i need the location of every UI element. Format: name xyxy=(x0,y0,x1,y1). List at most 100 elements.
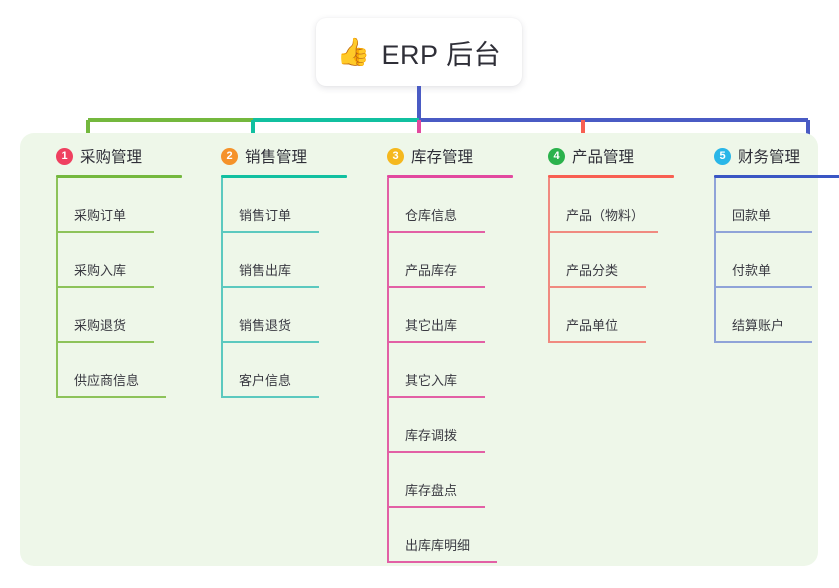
column-title-2: 销售管理 xyxy=(245,149,308,166)
thumbs-up-icon: 👍 xyxy=(336,36,371,68)
column-items-1: 采购订单采购入库采购退货供应商信息 xyxy=(56,178,188,398)
list-item-rule xyxy=(714,231,812,233)
column-3: 3 库存管理仓库信息产品库存其它出库其它入库库存调拨库存盘点出库库明细 xyxy=(369,141,519,563)
list-item[interactable]: 采购订单 xyxy=(56,178,188,233)
root-node-label: ERP 后台 xyxy=(381,39,502,70)
column-badge-3: 3 xyxy=(387,147,404,165)
column-header-5[interactable]: 5 财务管理 xyxy=(696,141,839,171)
list-item-rule xyxy=(548,341,646,343)
list-item-rule xyxy=(548,286,646,288)
column-header-2[interactable]: 2 销售管理 xyxy=(203,141,353,171)
column-title-3: 库存管理 xyxy=(411,149,474,166)
list-item[interactable]: 供应商信息 xyxy=(56,343,188,398)
list-item-rule xyxy=(387,451,485,453)
list-item[interactable]: 出库库明细 xyxy=(387,508,519,563)
column-spine-4 xyxy=(548,178,550,343)
list-item-label: 销售出库 xyxy=(239,263,292,278)
list-item-label: 其它入库 xyxy=(405,373,458,388)
list-item[interactable]: 库存调拨 xyxy=(387,398,519,453)
list-item-rule xyxy=(714,286,812,288)
list-item-rule xyxy=(387,561,497,563)
column-header-rule-3 xyxy=(387,175,513,178)
column-badge-5: 5 xyxy=(714,147,731,165)
list-item-label: 库存调拨 xyxy=(405,428,458,443)
column-header-4[interactable]: 4 产品管理 xyxy=(530,141,680,171)
column-title-5: 财务管理 xyxy=(738,149,801,166)
list-item-rule xyxy=(221,396,319,398)
column-4: 4 产品管理产品（物料） 产品分类产品单位 xyxy=(530,141,680,343)
list-item[interactable]: 产品（物料） xyxy=(548,178,680,233)
list-item-rule xyxy=(714,341,812,343)
list-item-rule xyxy=(56,396,166,398)
list-item[interactable]: 采购退货 xyxy=(56,288,188,343)
column-badge-1: 1 xyxy=(56,147,73,165)
column-spine-1 xyxy=(56,178,58,398)
list-item[interactable]: 销售订单 xyxy=(221,178,353,233)
list-item-label: 结算账户 xyxy=(732,318,785,333)
list-item-rule xyxy=(387,341,485,343)
column-items-2: 销售订单销售出库销售退货客户信息 xyxy=(221,178,353,398)
list-item-rule xyxy=(387,396,485,398)
column-items-3: 仓库信息产品库存其它出库其它入库库存调拨库存盘点出库库明细 xyxy=(387,178,519,563)
list-item[interactable]: 采购入库 xyxy=(56,233,188,288)
column-5: 5 财务管理回款单付款单结算账户 xyxy=(696,141,839,343)
list-item[interactable]: 产品单位 xyxy=(548,288,680,343)
list-item[interactable]: 结算账户 xyxy=(714,288,839,343)
column-items-5: 回款单付款单结算账户 xyxy=(714,178,839,343)
list-item-label: 产品分类 xyxy=(566,263,619,278)
list-item-label: 采购退货 xyxy=(74,318,127,333)
list-item-label: 销售退货 xyxy=(239,318,292,333)
column-header-rule-4 xyxy=(548,175,674,178)
list-item-label: 出库库明细 xyxy=(405,538,471,553)
list-item[interactable]: 付款单 xyxy=(714,233,839,288)
list-item-rule xyxy=(548,231,658,233)
list-item-rule xyxy=(56,286,154,288)
list-item-label: 采购订单 xyxy=(74,208,127,223)
column-header-rule-1 xyxy=(56,175,182,178)
column-spine-5 xyxy=(714,178,716,343)
list-item-rule xyxy=(387,506,485,508)
column-2: 2 销售管理销售订单销售出库销售退货客户信息 xyxy=(203,141,353,398)
column-header-3[interactable]: 3 库存管理 xyxy=(369,141,519,171)
list-item-label: 产品库存 xyxy=(405,263,458,278)
list-item[interactable]: 其它入库 xyxy=(387,343,519,398)
column-header-1[interactable]: 1 采购管理 xyxy=(38,141,188,171)
column-title-1: 采购管理 xyxy=(80,149,143,166)
list-item-rule xyxy=(221,286,319,288)
column-spine-3 xyxy=(387,178,389,563)
list-item-label: 供应商信息 xyxy=(74,373,140,388)
diagram-card-background xyxy=(20,133,818,566)
list-item-rule xyxy=(387,231,485,233)
list-item-rule xyxy=(387,286,485,288)
list-item[interactable]: 产品库存 xyxy=(387,233,519,288)
column-1: 1 采购管理采购订单采购入库采购退货供应商信息 xyxy=(38,141,188,398)
list-item[interactable]: 仓库信息 xyxy=(387,178,519,233)
list-item-label: 产品单位 xyxy=(566,318,619,333)
list-item[interactable]: 回款单 xyxy=(714,178,839,233)
list-item[interactable]: 销售退货 xyxy=(221,288,353,343)
list-item[interactable]: 其它出库 xyxy=(387,288,519,343)
list-item-label: 库存盘点 xyxy=(405,483,458,498)
list-item-label: 客户信息 xyxy=(239,373,292,388)
column-badge-2: 2 xyxy=(221,147,238,165)
list-item-label: 付款单 xyxy=(732,263,772,278)
column-items-4: 产品（物料） 产品分类产品单位 xyxy=(548,178,680,343)
column-badge-4: 4 xyxy=(548,147,565,165)
root-node-erp-backend[interactable]: 👍 ERP 后台 xyxy=(316,18,522,86)
column-title-4: 产品管理 xyxy=(572,149,635,166)
list-item[interactable]: 销售出库 xyxy=(221,233,353,288)
column-header-rule-5 xyxy=(714,175,839,178)
list-item-label: 销售订单 xyxy=(239,208,292,223)
list-item-label: 仓库信息 xyxy=(405,208,458,223)
list-item[interactable]: 客户信息 xyxy=(221,343,353,398)
list-item-label: 其它出库 xyxy=(405,318,458,333)
list-item-rule xyxy=(56,341,154,343)
list-item-rule xyxy=(221,341,319,343)
list-item[interactable]: 库存盘点 xyxy=(387,453,519,508)
list-item-label: 回款单 xyxy=(732,208,772,223)
list-item-rule xyxy=(56,231,154,233)
column-header-rule-2 xyxy=(221,175,347,178)
column-spine-2 xyxy=(221,178,223,398)
list-item[interactable]: 产品分类 xyxy=(548,233,680,288)
